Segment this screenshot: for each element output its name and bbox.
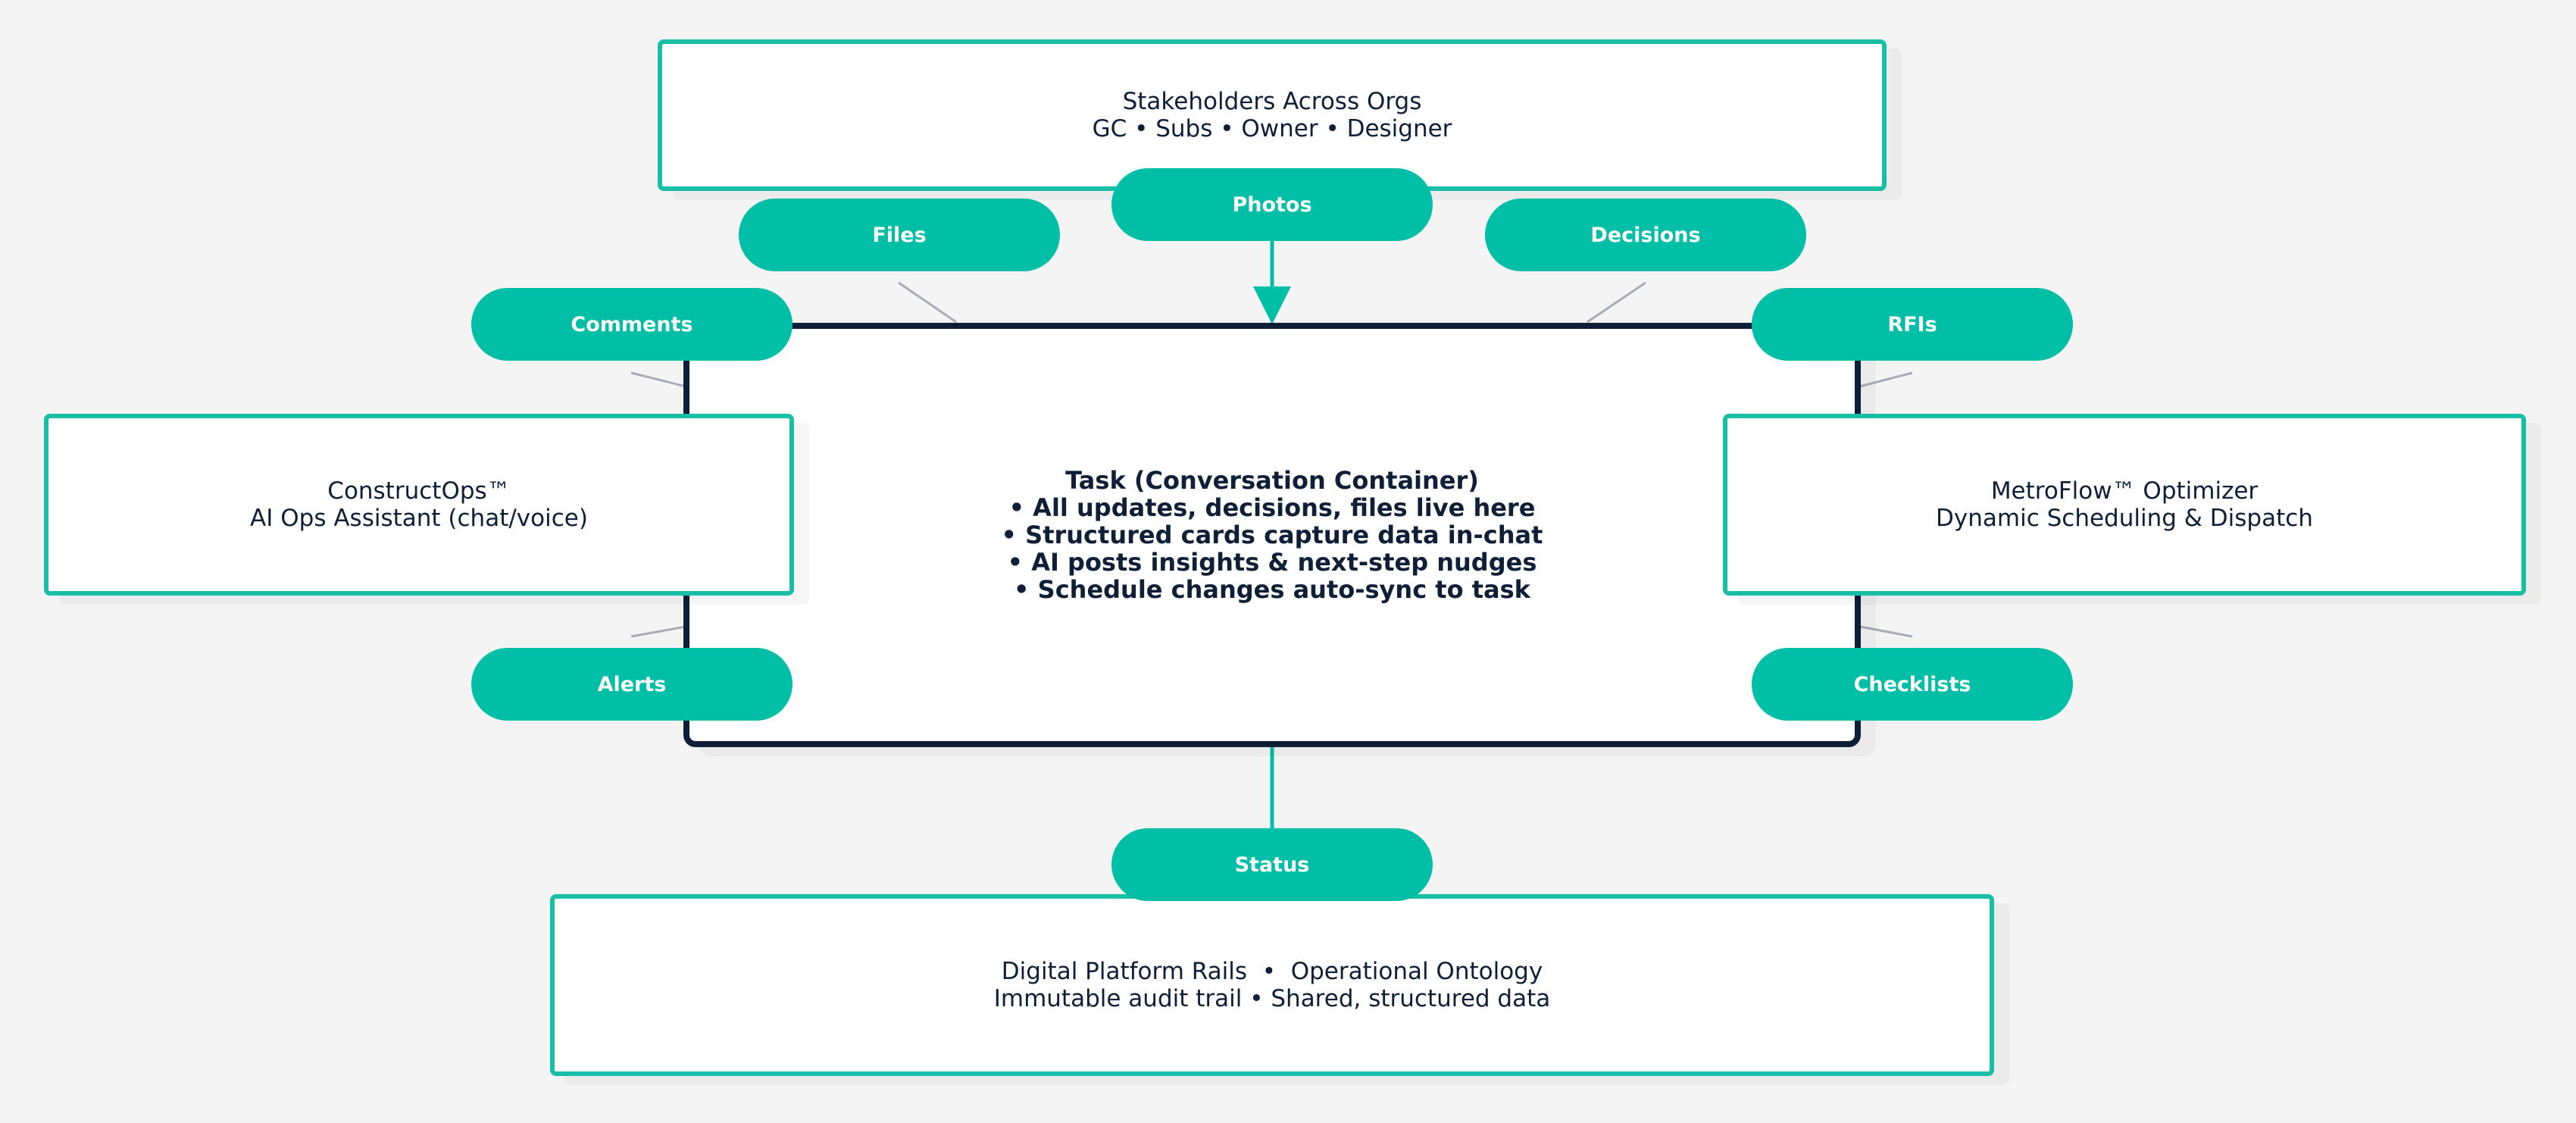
platform-rails-box: Digital Platform Rails • Operational Ont… <box>550 894 1994 1076</box>
metroflow-subtitle: Dynamic Scheduling & Dispatch <box>1936 505 2313 532</box>
connector-checklists <box>1859 625 1913 638</box>
rfis-pill: RFIs <box>1752 288 2073 361</box>
stakeholders-title: Stakeholders Across Orgs <box>1122 88 1422 115</box>
metroflow-title: MetroFlow™ Optimizer <box>1990 477 2259 505</box>
photos-pill: Photos <box>1111 168 1433 241</box>
comments-pill: Comments <box>471 288 792 361</box>
connector-files <box>898 281 957 324</box>
platform-title: Digital Platform Rails • Operational Ont… <box>1001 958 1543 985</box>
task-bullet: • All updates, decisions, files live her… <box>1008 493 1536 522</box>
connector-comments <box>630 371 686 388</box>
status-pill: Status <box>1111 828 1433 901</box>
constructops-subtitle: AI Ops Assistant (chat/voice) <box>250 505 588 532</box>
metroflow-box: MetroFlow™ Optimizer Dynamic Scheduling … <box>1723 414 2526 596</box>
platform-subtitle: Immutable audit trail • Shared, structur… <box>993 985 1551 1012</box>
stakeholders-box: Stakeholders Across Orgs GC • Subs • Own… <box>658 39 1887 191</box>
task-container-box: Task (Conversation Container) • All upda… <box>683 323 1861 747</box>
checklists-pill: Checklists <box>1752 648 2073 721</box>
constructops-box: ConstructOps™ AI Ops Assistant (chat/voi… <box>44 414 794 596</box>
decisions-pill: Decisions <box>1485 199 1806 271</box>
task-bullet: • AI posts insights & next-step nudges <box>1007 548 1537 577</box>
stakeholders-subtitle: GC • Subs • Owner • Designer <box>1092 115 1452 142</box>
files-pill: Files <box>739 199 1060 271</box>
alerts-pill: Alerts <box>471 648 792 721</box>
task-bullet: • Structured cards capture data in-chat <box>1001 521 1543 549</box>
constructops-title: ConstructOps™ <box>327 477 511 505</box>
task-title: Task (Conversation Container) <box>1065 466 1479 495</box>
connector-decisions <box>1587 281 1646 324</box>
connector-alerts <box>630 625 686 638</box>
connector-rfis <box>1859 371 1913 388</box>
task-bullet: • Schedule changes auto-sync to task <box>1014 575 1530 604</box>
